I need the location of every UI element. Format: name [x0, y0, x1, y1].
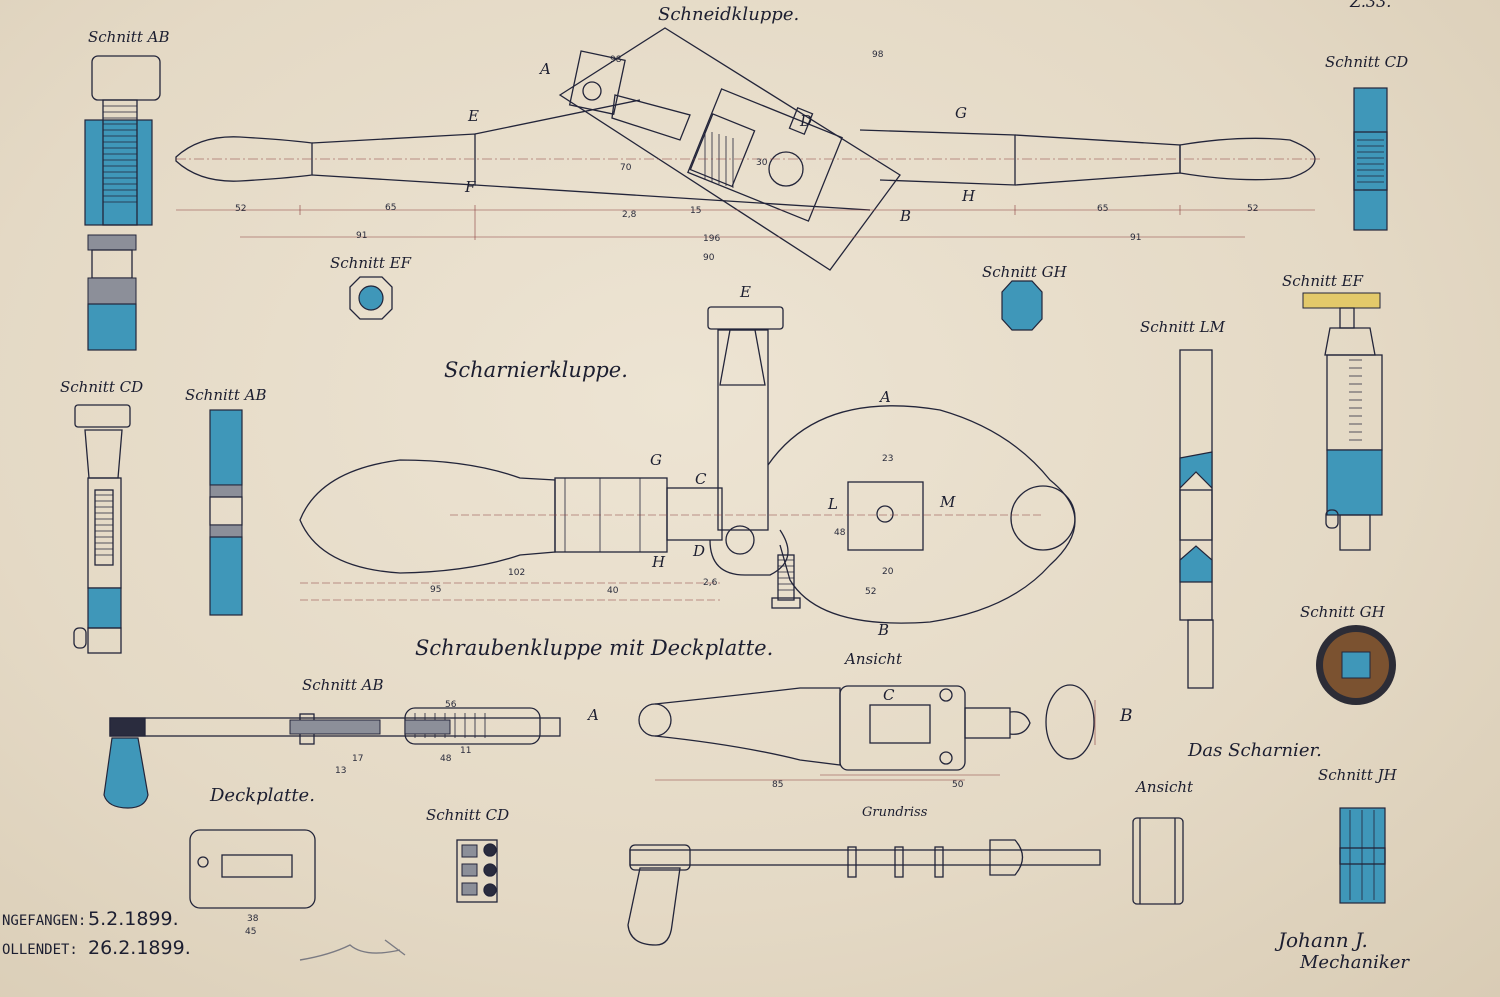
label-schnitt-cd-3: Schnitt CD: [426, 806, 510, 824]
dim-85: 85: [772, 780, 784, 790]
label-schnitt-ab-3: Schnitt AB: [302, 676, 384, 694]
section-ef-small: [349, 276, 393, 320]
letter-d2: D: [693, 542, 706, 560]
letter-h2: H: [652, 553, 666, 571]
label-schnitt-ab-2: Schnitt AB: [185, 386, 267, 404]
dim-13: 13: [335, 766, 347, 776]
letter-c2: C: [695, 470, 707, 488]
dim-28: 2,8: [622, 210, 637, 220]
dim-52b: 52: [1247, 204, 1259, 214]
title-ansicht-top: Ansicht: [845, 650, 903, 668]
letter-b3: B: [1120, 706, 1133, 726]
section-cd-top-right: [1353, 87, 1388, 231]
letter-g2: G: [650, 451, 662, 469]
dim-52c: 52: [865, 587, 877, 597]
begun-date: 5.2.1899.: [88, 908, 179, 930]
dim-90: 90: [703, 253, 715, 263]
title-schraubenkluppe: Schraubenkluppe mit Deckplatte.: [415, 636, 774, 660]
dim-98a: 98: [610, 55, 622, 65]
schneidkluppe-drawing: [175, 27, 1320, 271]
scharnierkluppe-drawing: [299, 306, 1076, 624]
dim-40: 40: [607, 586, 619, 596]
section-lm: [1179, 349, 1214, 689]
dim-70: 70: [620, 163, 632, 173]
label-schnitt-lm: Schnitt LM: [1140, 318, 1225, 336]
label-schnitt-ab-1: Schnitt AB: [88, 28, 170, 46]
done-date: 26.2.1899.: [88, 937, 191, 959]
letter-b1: B: [900, 207, 912, 225]
letter-d1: D: [800, 112, 813, 130]
section-gh-round: [1316, 625, 1396, 705]
letter-h1: H: [962, 187, 976, 205]
dim-52a: 52: [235, 204, 247, 214]
schraubenkluppe-drawing: [103, 684, 1386, 946]
dim-48: 48: [834, 528, 846, 538]
title-scharnierkluppe: Scharnierkluppe.: [444, 358, 628, 382]
label-schnitt-ef-1: Schnitt EF: [330, 254, 411, 272]
dim-38: 38: [247, 914, 259, 924]
letter-e1: E: [468, 107, 479, 125]
letter-b2: B: [878, 621, 890, 639]
dim-91b: 91: [1130, 233, 1142, 243]
letter-a2: A: [880, 388, 891, 406]
label-schnitt-cd-2: Schnitt CD: [60, 378, 144, 396]
title-scharnier: Das Scharnier.: [1188, 740, 1322, 761]
label-schnitt-gh-2: Schnitt GH: [1300, 603, 1385, 621]
dim-196: 196: [703, 234, 721, 244]
letter-c3: C: [883, 686, 895, 704]
dim-11: 11: [460, 746, 472, 756]
sheet-number: Z.33.: [1350, 0, 1392, 11]
section-cd-mid-left: [73, 404, 131, 654]
title-grundriss: Grundriss: [862, 805, 928, 820]
dim-23: 23: [882, 454, 894, 464]
section-gh-small: [1001, 280, 1043, 331]
label-schnitt-jh: Schnitt JH: [1318, 766, 1397, 784]
done-label: OLLENDET:: [2, 942, 78, 958]
title-ansicht-right: Ansicht: [1136, 778, 1194, 796]
letter-l2: L: [828, 495, 838, 513]
signature-name: Johann J.: [1278, 928, 1368, 952]
letter-e2: E: [740, 283, 751, 301]
section-ab-mid: [209, 409, 243, 616]
dim-45: 45: [245, 927, 257, 937]
letter-a3: A: [588, 706, 599, 724]
dim-20: 20: [882, 567, 894, 577]
dim-50: 50: [952, 780, 964, 790]
dim-30: 30: [756, 158, 768, 168]
dim-65b: 65: [1097, 204, 1109, 214]
signature-role: Mechaniker: [1300, 952, 1410, 973]
letter-a1: A: [540, 60, 551, 78]
begun-label: NGEFANGEN:: [2, 913, 87, 929]
label-schnitt-ef-2: Schnitt EF: [1282, 272, 1363, 290]
dim-102: 102: [508, 568, 526, 578]
section-ef-right: [1302, 292, 1383, 551]
initials-scribble: [299, 939, 406, 961]
title-schneidkluppe: Schneidkluppe.: [658, 4, 800, 25]
dim-95: 95: [430, 585, 442, 595]
letter-f1: F: [465, 178, 476, 196]
dim-26: 2,6: [703, 578, 718, 588]
label-schnitt-gh-1: Schnitt GH: [982, 263, 1067, 281]
letter-g1: G: [955, 104, 967, 122]
dim-56: 56: [445, 700, 457, 710]
title-deckplatte: Deckplatte.: [210, 785, 315, 806]
dim-17: 17: [352, 754, 364, 764]
letter-m2: M: [940, 493, 956, 511]
dim-98b: 98: [872, 50, 884, 60]
section-ab-top-left: [84, 55, 161, 351]
dim-15: 15: [690, 206, 702, 216]
label-schnitt-cd-1: Schnitt CD: [1325, 53, 1409, 71]
dim-48b: 48: [440, 754, 452, 764]
dim-65a: 65: [385, 203, 397, 213]
dim-91a: 91: [356, 231, 368, 241]
